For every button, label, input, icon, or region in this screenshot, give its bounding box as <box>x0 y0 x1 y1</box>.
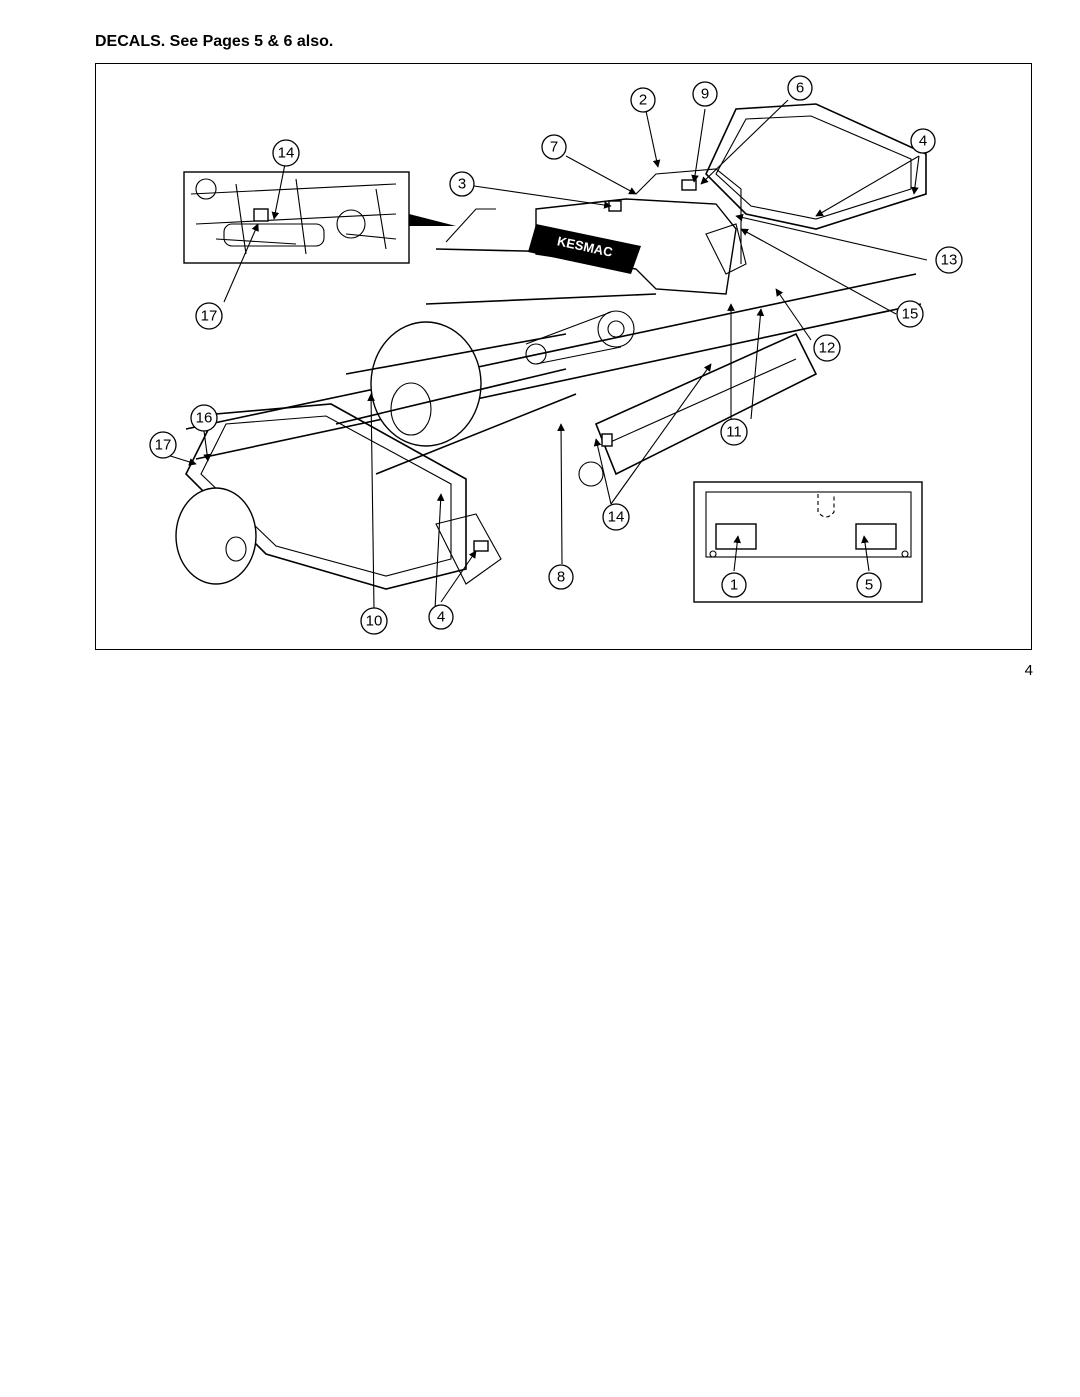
callout-11: 11 <box>720 418 748 446</box>
svg-text:11: 11 <box>726 424 742 441</box>
mower-illustration: KESMAC 2 <box>149 75 963 635</box>
svg-text:17: 17 <box>155 437 172 454</box>
callout-6: 6 <box>787 75 813 101</box>
inset-pointer-icon <box>409 214 456 226</box>
svg-text:2: 2 <box>639 92 647 109</box>
callout-3: 3 <box>449 171 475 197</box>
callout-15: 15 <box>896 300 924 328</box>
svg-text:15: 15 <box>902 306 919 323</box>
svg-text:14: 14 <box>608 509 625 526</box>
svg-text:4: 4 <box>437 609 445 626</box>
svg-text:17: 17 <box>201 308 218 325</box>
svg-text:4: 4 <box>919 133 927 150</box>
decal-location-figure: KESMAC 2 <box>95 63 1032 650</box>
svg-text:13: 13 <box>941 252 958 269</box>
callout-4-front: 4 <box>428 604 454 630</box>
svg-text:5: 5 <box>865 577 873 594</box>
svg-text:6: 6 <box>796 80 804 97</box>
svg-text:16: 16 <box>196 410 213 427</box>
leader-lines <box>163 99 928 610</box>
callout-7: 7 <box>541 134 567 160</box>
page-number: 4 <box>1024 662 1033 679</box>
inset-detail-drawing <box>183 171 456 264</box>
svg-text:12: 12 <box>819 340 836 357</box>
svg-text:14: 14 <box>278 145 295 162</box>
callout-5: 5 <box>856 572 882 598</box>
callout-8: 8 <box>548 564 574 590</box>
svg-text:10: 10 <box>366 613 383 630</box>
svg-text:1: 1 <box>730 577 738 594</box>
callout-17-front: 17 <box>149 431 177 459</box>
svg-text:3: 3 <box>458 176 466 193</box>
callout-14-inset: 14 <box>272 139 300 167</box>
callout-2: 2 <box>630 87 656 113</box>
callout-16: 16 <box>190 404 218 432</box>
callout-10: 10 <box>360 607 388 635</box>
svg-text:8: 8 <box>557 569 565 586</box>
svg-text:7: 7 <box>550 139 558 156</box>
callout-4-right: 4 <box>910 128 936 154</box>
callout-1: 1 <box>721 572 747 598</box>
page-heading: DECALS. See Pages 5 & 6 also. <box>95 33 334 50</box>
callout-17-inset: 17 <box>195 302 223 330</box>
callout-12: 12 <box>813 334 841 362</box>
svg-text:9: 9 <box>701 86 709 103</box>
callout-13: 13 <box>935 246 963 274</box>
callout-9: 9 <box>692 81 718 107</box>
callout-14-lower: 14 <box>602 503 630 531</box>
